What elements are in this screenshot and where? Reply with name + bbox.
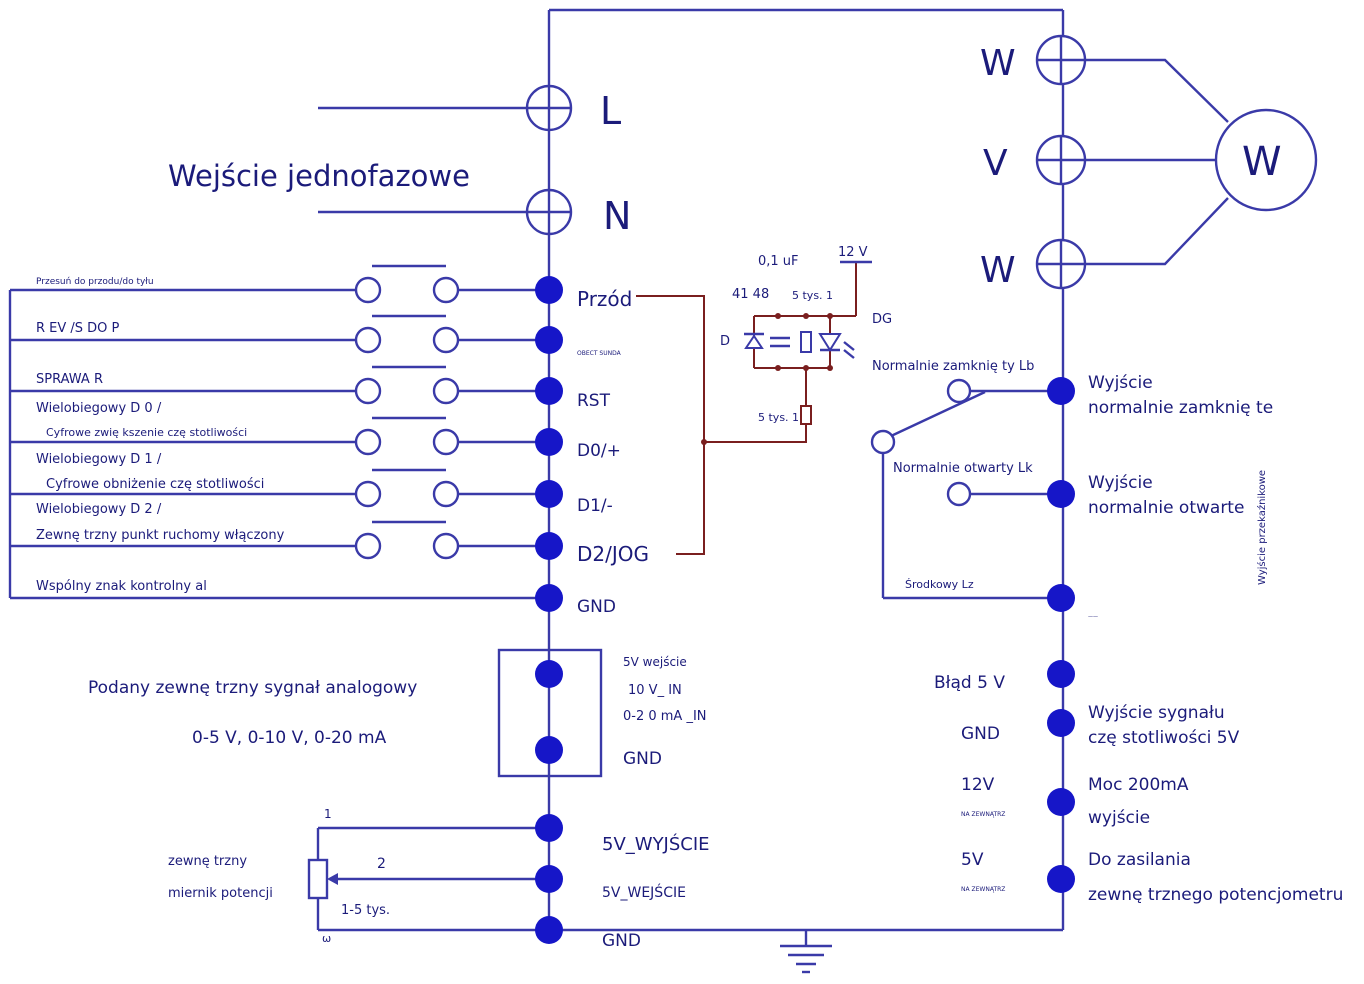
pot-pin-1: 1 [324,807,332,821]
relay-nc-out-1: Wyjście [1088,373,1153,393]
switch-d1 [354,468,549,508]
relay-output: Normalnie zamknię ty Lb Normalnie otwart… [870,359,1273,620]
label-v: V [983,143,1008,184]
cap-label: 0,1 uF [758,254,799,269]
label-przesun: Przesuń do przodu/do tyłu [36,277,154,287]
err-label: Błąd 5 V [934,673,1005,693]
label-l: L [600,89,621,133]
relay-center-label: Środkowy Lz [905,578,974,591]
relay-no-out-2: normalnie otwarte [1088,498,1244,518]
analog-title: Podany zewnę trzny sygnał analogowy [88,678,417,698]
switch-forward [354,264,549,304]
analog-in5: 5V wejście [623,655,687,669]
potentiometer: zewnę trzny miernik potencji 1 2 ω 1-5 t… [168,807,710,951]
relay-vertical-label: Wyjście przekaźnikowe [1256,470,1268,585]
label-jog: Zewnę trzny punkt ruchomy włączony [36,528,285,543]
pot-supply-label-2: zewnę trznego potencjometru [1088,885,1343,905]
motor-symbol [1214,108,1318,212]
label-cyfr-up: Cyfrowe zwię kszenie czę stotliwości [46,426,247,439]
r-top-label: 5 tys. 1 [792,289,833,302]
terminal-small-label: OBECT SUNDA [577,350,622,357]
label-n: N [603,194,631,238]
power-label-1: Moc 200mA [1088,775,1189,795]
pot-value: 1-5 tys. [341,903,390,918]
terminal-rst-label: RST [577,391,611,411]
supply-input: Wejście jednofazowe L N [168,84,631,238]
optocoupler: 0,1 uF 12 V 41 48 5 tys. 1 5 tys. 1 DG D [720,245,892,425]
analog-in10: 10 V_ IN [628,683,682,698]
label-wiel2: Wielobiegowy D 2 / [36,502,162,517]
label-rev: R EV /S DO P [36,321,120,336]
power-label-2: wyjście [1088,808,1150,828]
switch-reverse [354,314,549,354]
gnd-right-label: GND [961,724,1000,744]
relay-nc-out-2: normalnie zamknię te [1088,398,1273,418]
switch-d2 [354,520,549,560]
pot-pin-3: ω [322,932,331,945]
relay-nc-label: Normalnie zamknię ty Lb [872,359,1034,374]
pot-supply-label-1: Do zasilania [1088,850,1191,870]
freq-label-1: Wyjście sygnału [1088,703,1225,723]
relay-no-label: Normalnie otwarty Lk [893,461,1033,476]
label-sprawa: SPRAWA R [36,372,103,387]
v12-right-label: 12V [961,775,995,795]
ground-icon [780,930,832,974]
pot-name-2: miernik potencji [168,886,273,901]
analog-input: Podany zewnę trzny sygnał analogowy 0-5 … [88,648,707,778]
aux-outputs: Błąd 5 V GND Wyjście sygnału czę stotliw… [934,660,1343,905]
v12-label: 12 V [838,245,868,260]
ext-1-label: NA ZEWNĄTRZ [961,811,1005,818]
terminal-d2-label: D2/JOG [577,542,649,566]
opto-wire [636,295,807,555]
motor-output: W W V W [980,34,1318,291]
label-cyfr-down: Cyfrowe obniżenie czę stotliwości [46,477,264,492]
relay-no-out-1: Wyjście [1088,473,1153,493]
freq-label-2: czę stotliwości 5V [1088,728,1240,748]
d-label: D [720,334,730,349]
label-common: Wspólny znak kontrolny al [36,579,207,594]
label-w-bottom: W [980,250,1016,291]
supply-title: Wejście jednofazowe [168,159,470,193]
terminal-przod-label: Przód [577,287,632,311]
terminal-gnd-label: GND [577,597,616,617]
relay-tiny-label: —— [1088,614,1098,620]
label-wiel1: Wielobiegowy D 1 / [36,452,162,467]
control-terminals: Przód OBECT SUNDA RST D0/+ D1/- D2/JOG G… [535,276,649,617]
label-w-top: W [980,43,1016,84]
ext-2-label: NA ZEWNĄTRZ [961,886,1005,893]
terminal-d1-label: D1/- [577,496,613,516]
analog-gnd: GND [623,749,662,769]
switch-reset [354,365,549,405]
pot-in5: 5V_WEJŚCIE [602,883,686,901]
part-label: 41 48 [732,287,769,302]
dg-label: DG [872,312,892,327]
v5-right-label: 5V [961,850,984,870]
analog-in020: 0-2 0 mA _IN [623,709,707,724]
label-wiel0: Wielobiegowy D 0 / [36,401,162,416]
pot-pin-2: 2 [377,856,386,872]
pot-name-1: zewnę trzny [168,854,247,869]
r-bot-label: 5 tys. 1 [758,411,799,424]
motor-label: W [1242,139,1282,185]
terminal-d0-label: D0/+ [577,441,621,461]
pot-gnd: GND [602,931,641,951]
pot-out5: 5V_WYJŚCIE [602,833,710,855]
switch-d0 [354,416,549,456]
control-inputs: Przesuń do przodu/do tyłu R EV /S DO P S… [8,264,549,600]
analog-ranges: 0-5 V, 0-10 V, 0-20 mA [192,728,387,748]
